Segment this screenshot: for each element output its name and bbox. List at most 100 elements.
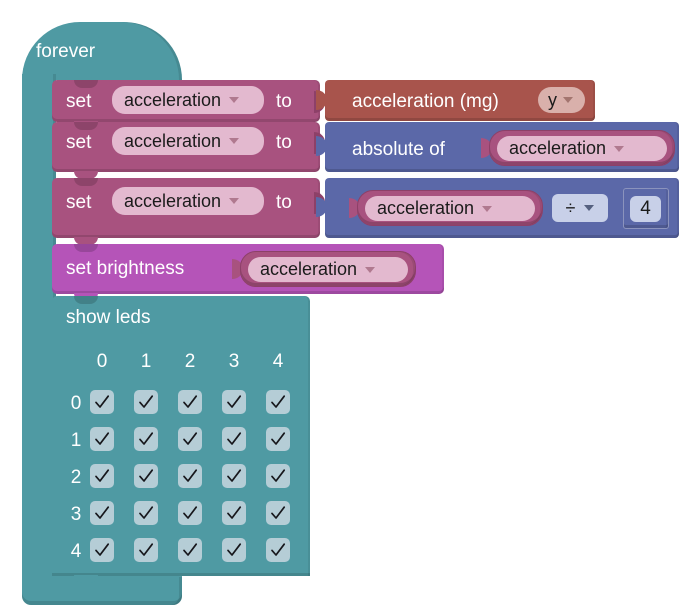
- led-checkbox-2-2[interactable]: [178, 464, 202, 488]
- chevron-down-icon: [229, 97, 240, 103]
- forever-block-foot[interactable]: [22, 567, 182, 605]
- led-checkbox-0-1[interactable]: [134, 390, 158, 414]
- chevron-down-icon: [563, 97, 573, 103]
- set-label-1: set: [66, 91, 92, 112]
- check-icon: [139, 432, 154, 445]
- led-checkbox-3-4[interactable]: [266, 501, 290, 525]
- notch-in: [74, 122, 98, 130]
- check-icon: [227, 543, 242, 556]
- plug-icon: [481, 138, 492, 158]
- chevron-down-icon: [584, 205, 595, 211]
- led-checkbox-3-0[interactable]: [90, 501, 114, 525]
- to-label-2: to: [276, 132, 292, 153]
- plug-icon: [316, 197, 327, 217]
- check-icon: [227, 432, 242, 445]
- set-label-3: set: [66, 192, 92, 213]
- variable-reporter-absolute-dropdown[interactable]: acceleration: [497, 136, 667, 161]
- led-checkbox-0-2[interactable]: [178, 390, 202, 414]
- check-icon: [271, 469, 286, 482]
- check-icon: [227, 506, 242, 519]
- notch-in: [74, 178, 98, 186]
- check-icon: [227, 469, 242, 482]
- led-checkbox-3-3[interactable]: [222, 501, 246, 525]
- to-label-3: to: [276, 192, 292, 213]
- variable-reporter-brightness-dropdown[interactable]: acceleration: [248, 257, 408, 282]
- variable-dropdown-1[interactable]: acceleration: [112, 86, 264, 114]
- check-icon: [139, 469, 154, 482]
- plug-icon: [316, 136, 327, 156]
- notch-in: [74, 296, 98, 304]
- led-checkbox-0-0[interactable]: [90, 390, 114, 414]
- led-checkbox-2-1[interactable]: [134, 464, 158, 488]
- check-icon: [95, 432, 110, 445]
- led-checkbox-1-4[interactable]: [266, 427, 290, 451]
- check-icon: [95, 469, 110, 482]
- check-icon: [183, 432, 198, 445]
- chevron-down-icon: [229, 198, 240, 204]
- axis-dropdown[interactable]: y: [538, 87, 585, 113]
- operator-dropdown-value: ÷: [565, 197, 576, 218]
- chevron-down-icon: [482, 205, 493, 212]
- check-icon: [271, 543, 286, 556]
- variable-reporter-dividend-value: acceleration: [377, 198, 475, 218]
- led-checkbox-1-2[interactable]: [178, 427, 202, 451]
- chevron-down-icon: [365, 266, 376, 273]
- led-checkbox-0-4[interactable]: [266, 390, 290, 414]
- chevron-down-icon: [229, 138, 240, 144]
- led-column-header-1: 1: [140, 351, 152, 372]
- led-checkbox-4-2[interactable]: [178, 538, 202, 562]
- led-checkbox-2-0[interactable]: [90, 464, 114, 488]
- check-icon: [95, 395, 110, 408]
- led-checkbox-3-2[interactable]: [178, 501, 202, 525]
- forever-block-label: forever: [36, 41, 96, 62]
- check-icon: [139, 543, 154, 556]
- check-icon: [271, 432, 286, 445]
- led-checkbox-1-0[interactable]: [90, 427, 114, 451]
- check-icon: [139, 395, 154, 408]
- led-checkbox-1-3[interactable]: [222, 427, 246, 451]
- variable-dropdown-3[interactable]: acceleration: [112, 187, 264, 215]
- notch-out: [74, 171, 98, 179]
- number-input[interactable]: 4: [630, 196, 661, 222]
- forever-block-head[interactable]: [22, 22, 182, 80]
- led-checkbox-4-0[interactable]: [90, 538, 114, 562]
- check-icon: [227, 395, 242, 408]
- variable-dropdown-2[interactable]: acceleration: [112, 127, 264, 155]
- to-label-1: to: [276, 91, 292, 112]
- check-icon: [271, 395, 286, 408]
- variable-dropdown-3-value: acceleration: [124, 190, 222, 211]
- variable-dropdown-2-value: acceleration: [124, 130, 222, 151]
- check-icon: [95, 506, 110, 519]
- axis-dropdown-value: y: [548, 89, 557, 110]
- check-icon: [95, 543, 110, 556]
- absolute-of-label: absolute of: [352, 139, 445, 160]
- variable-reporter-dividend-dropdown[interactable]: acceleration: [365, 196, 535, 221]
- led-row-header-0: 0: [70, 393, 82, 414]
- led-checkbox-2-4[interactable]: [266, 464, 290, 488]
- check-icon: [183, 395, 198, 408]
- led-checkbox-2-3[interactable]: [222, 464, 246, 488]
- set-brightness-label: set brightness: [66, 258, 185, 279]
- notch-out: [74, 575, 98, 583]
- check-icon: [271, 506, 286, 519]
- variable-reporter-brightness-value: acceleration: [260, 259, 358, 279]
- led-checkbox-4-4[interactable]: [266, 538, 290, 562]
- operator-dropdown[interactable]: ÷: [552, 194, 608, 222]
- check-icon: [139, 506, 154, 519]
- led-checkbox-1-1[interactable]: [134, 427, 158, 451]
- forever-block-spine: [22, 74, 56, 584]
- led-checkbox-3-1[interactable]: [134, 501, 158, 525]
- variable-dropdown-1-value: acceleration: [124, 89, 222, 110]
- plug-icon: [232, 259, 243, 279]
- plug-icon: [316, 90, 327, 110]
- notch-in: [74, 244, 98, 252]
- led-checkbox-0-3[interactable]: [222, 390, 246, 414]
- led-row-header-3: 3: [70, 504, 82, 525]
- led-column-header-4: 4: [272, 351, 284, 372]
- plug-icon: [616, 199, 627, 219]
- led-checkbox-4-1[interactable]: [134, 538, 158, 562]
- led-checkbox-4-3[interactable]: [222, 538, 246, 562]
- led-column-header-0: 0: [96, 351, 108, 372]
- notch-in: [74, 80, 98, 88]
- acceleration-mg-label: acceleration (mg): [352, 91, 499, 112]
